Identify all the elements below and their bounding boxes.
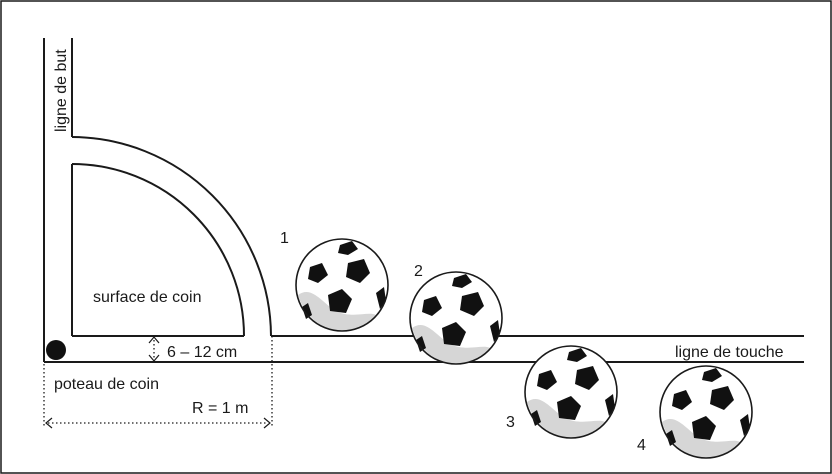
ball-3 xyxy=(524,345,618,439)
touch-line-label: ligne de touche xyxy=(675,344,784,361)
radius-dimension xyxy=(43,336,273,429)
corner-area-label: surface de coin xyxy=(93,289,202,306)
ball-4 xyxy=(659,365,753,459)
ball-number-2: 2 xyxy=(414,263,423,280)
corner-post-marker xyxy=(46,340,66,360)
touch-line xyxy=(44,335,804,363)
corner-post-label: poteau de coin xyxy=(54,376,159,393)
goal-line-label: ligne de but xyxy=(53,49,70,132)
ball-number-3: 3 xyxy=(506,414,515,431)
goal-line xyxy=(43,38,73,362)
corner-arc xyxy=(71,136,272,337)
ball-2 xyxy=(409,271,503,365)
ball-1 xyxy=(295,238,389,332)
line-width-label: 6 – 12 cm xyxy=(167,344,237,361)
ball-number-4: 4 xyxy=(637,437,646,454)
ball-number-1: 1 xyxy=(280,230,289,247)
radius-label: R = 1 m xyxy=(192,400,248,417)
line-width-dimension xyxy=(148,336,160,362)
